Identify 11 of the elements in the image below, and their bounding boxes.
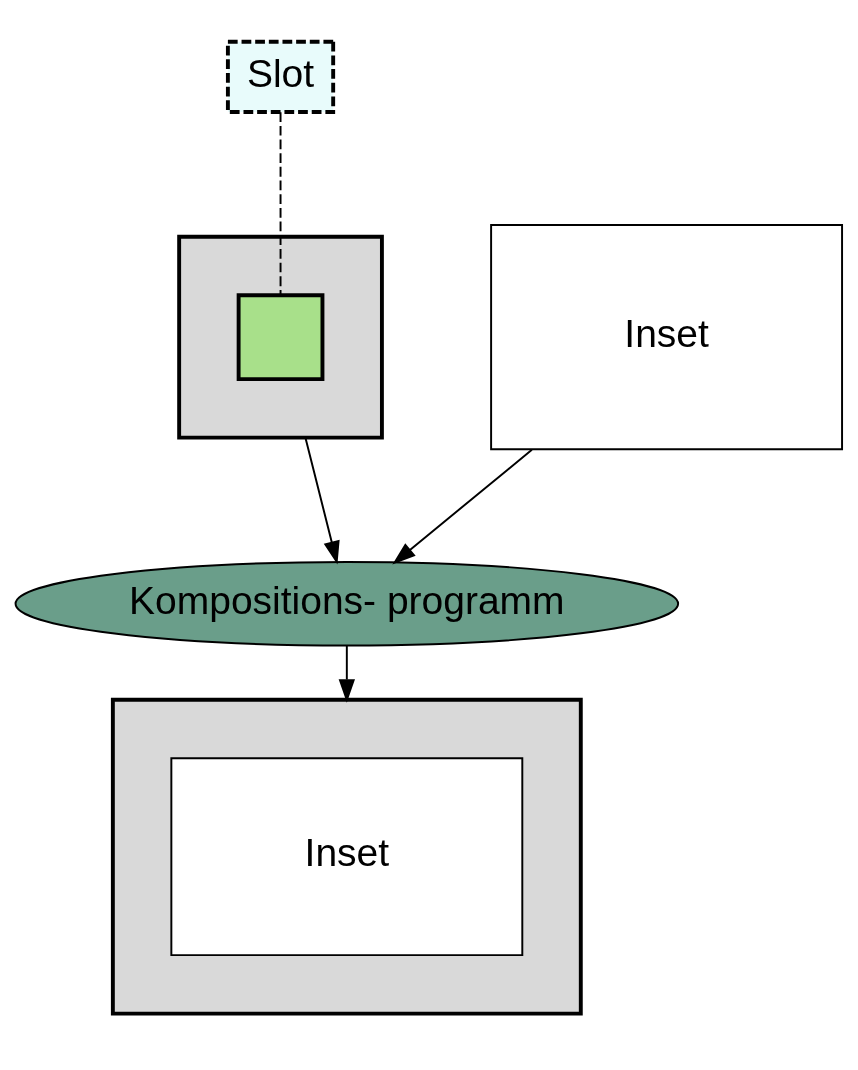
- node-ellipse: Kompositions- programm: [14, 560, 680, 646]
- arrow: [304, 436, 340, 565]
- node-box: [236, 292, 325, 381]
- node-box: Slot: [225, 39, 336, 114]
- cluster: [177, 234, 384, 440]
- arrow: [338, 643, 356, 703]
- cluster: [110, 697, 583, 1016]
- arrow: [392, 448, 533, 564]
- connector: [279, 110, 282, 296]
- node-box: Inset: [490, 223, 844, 450]
- node-box: Inset: [170, 756, 524, 956]
